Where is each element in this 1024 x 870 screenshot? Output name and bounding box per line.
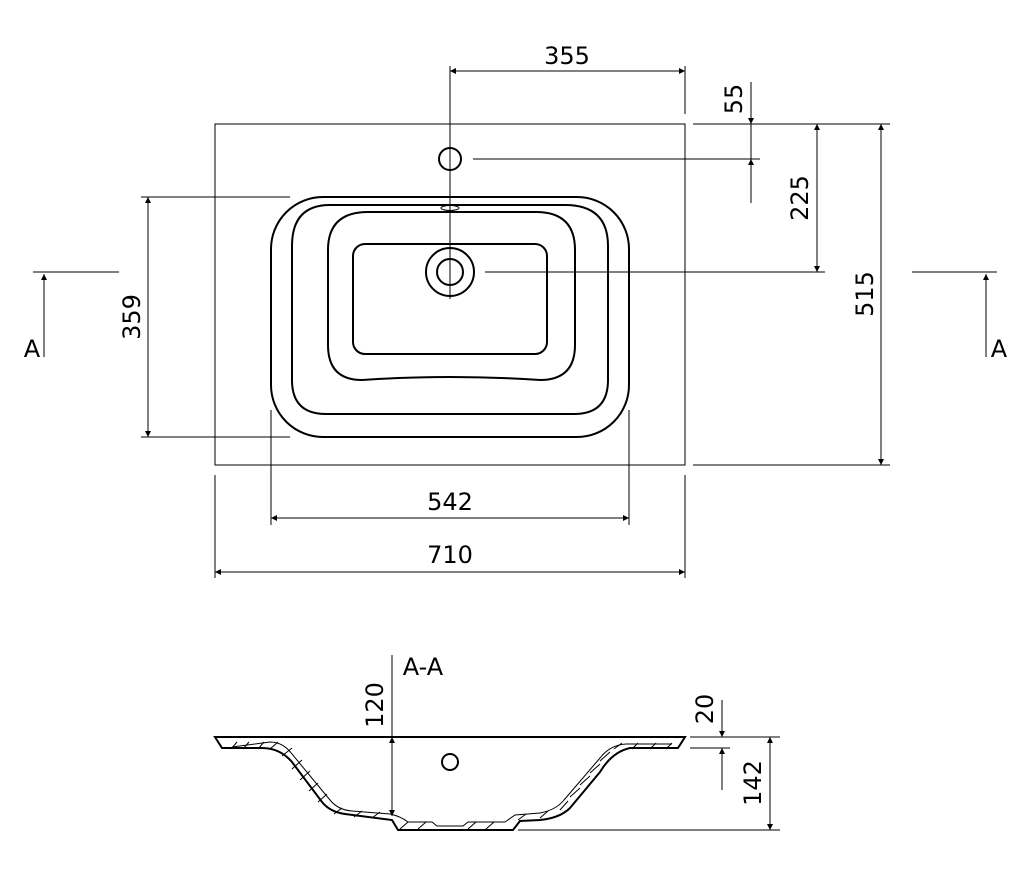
section-outer-profile [213, 736, 687, 831]
dim-142: 142 [739, 760, 767, 806]
dim-542: 542 [427, 488, 473, 516]
section-inner-profile [231, 741, 672, 827]
section-label-left: A [24, 335, 41, 363]
dim-710: 710 [427, 541, 473, 569]
plan-view: 355 55 225 515 359 542 710 A A [24, 42, 1008, 578]
dim-359: 359 [118, 294, 146, 340]
section-title: A-A [403, 653, 444, 681]
dim-355: 355 [544, 42, 590, 70]
section-label-right: A [991, 335, 1008, 363]
dim-225: 225 [786, 175, 814, 221]
dim-120: 120 [361, 682, 389, 728]
dim-20: 20 [691, 694, 719, 725]
section-overflow-hole [441, 753, 459, 771]
dim-55: 55 [720, 84, 748, 115]
bowl-inner-rim [291, 204, 609, 415]
section-view: A-A 120 20 142 [213, 653, 780, 831]
dim-515: 515 [851, 271, 879, 317]
bowl-basin [327, 211, 576, 382]
